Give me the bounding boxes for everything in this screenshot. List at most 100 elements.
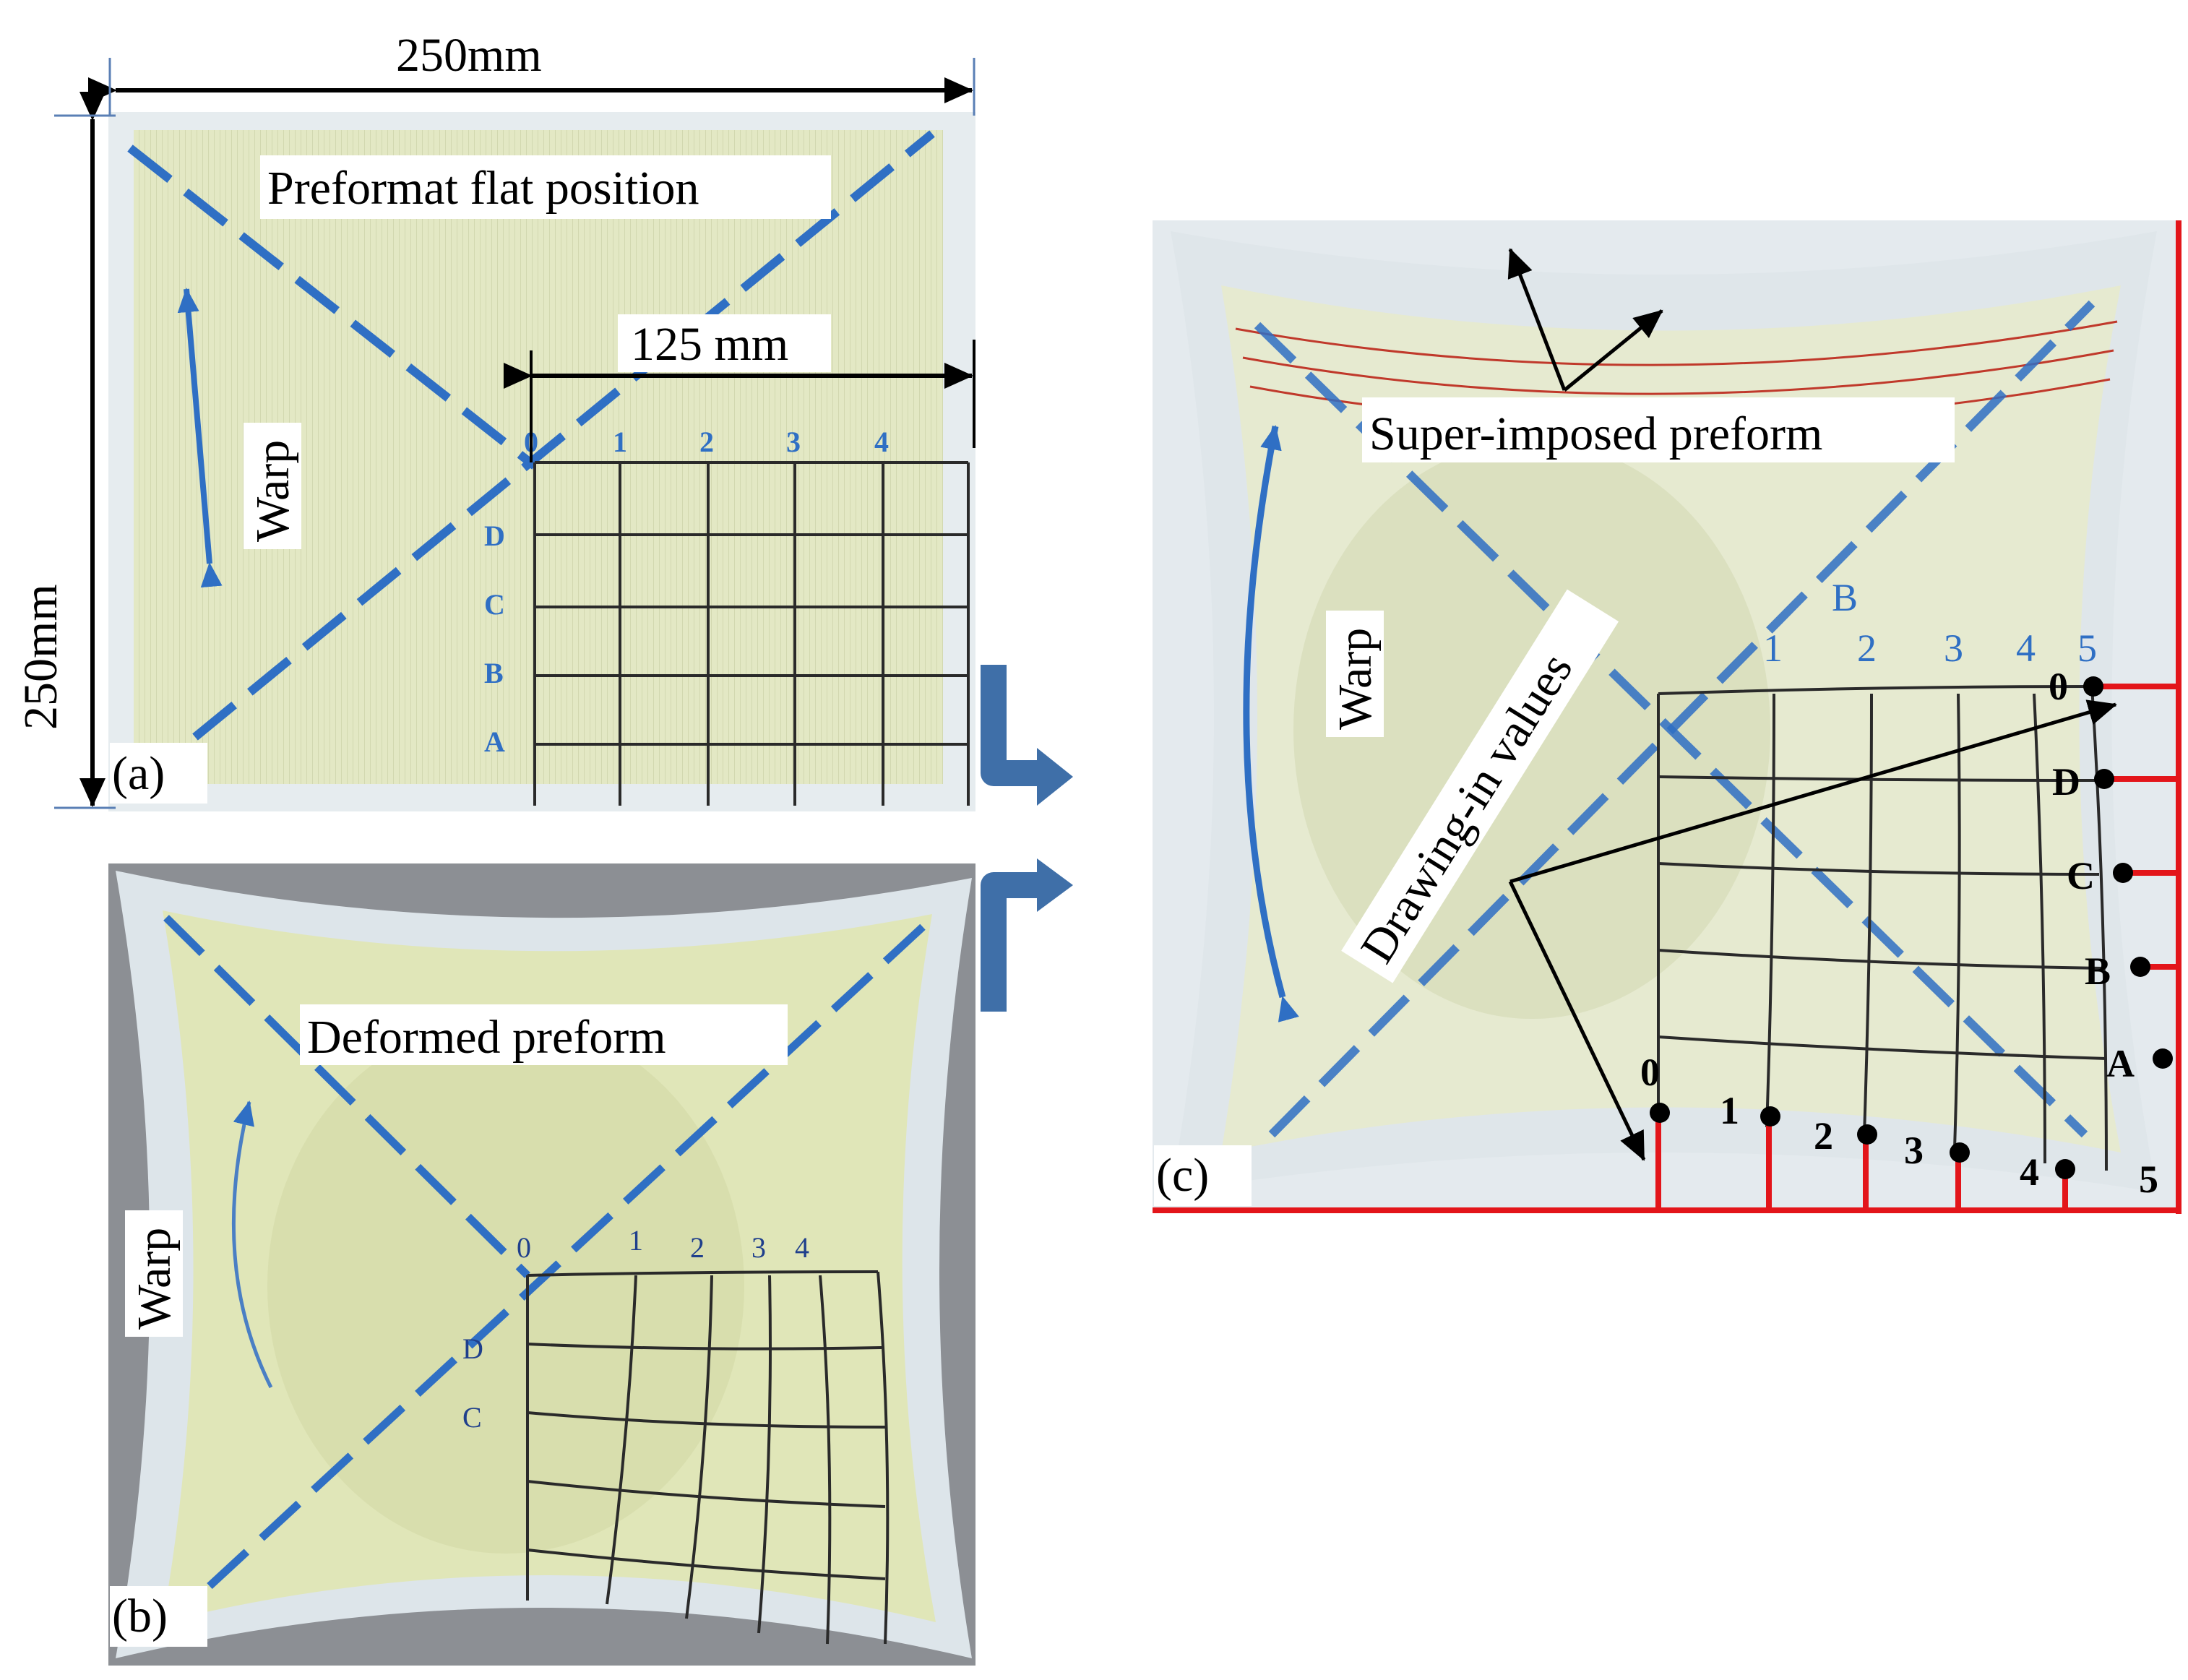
svg-text:2: 2 [1857, 626, 1877, 670]
panel-c-side-markers: 0 D C B A [2049, 665, 2135, 1085]
svg-text:1: 1 [1763, 626, 1783, 670]
panel-a-warp-box [244, 423, 301, 549]
dot-bottom-3 [1950, 1142, 1970, 1163]
connector-arrowhead-top [1037, 748, 1073, 806]
side-marker-b: B [2085, 949, 2111, 993]
panel-c-tag: (c) [1156, 1149, 1209, 1202]
svg-text:4: 4 [2016, 626, 2036, 670]
svg-text:5: 5 [2077, 626, 2097, 670]
panel-c-grid [1657, 685, 2108, 1171]
drawing-in-arrow-2 [1508, 880, 1646, 1161]
panel-connectors [981, 665, 1073, 1012]
panel-a-title: Preformat flat position [267, 162, 699, 215]
panel-b-title: Deformed preform [307, 1011, 666, 1064]
dot-bottom-4 [2055, 1159, 2075, 1179]
panel-c-measure-dots [1650, 676, 2173, 1179]
superimposed-arrow-2 [1563, 309, 1663, 392]
svg-text:A: A [484, 725, 505, 758]
dot-side-c [2113, 863, 2133, 883]
connector-arrow-bottom [981, 872, 1041, 1012]
dot-bottom-2 [1857, 1124, 1877, 1145]
svg-text:4: 4 [874, 426, 889, 458]
svg-text:0: 0 [517, 1231, 531, 1264]
svg-text:C: C [462, 1401, 482, 1434]
panel-c-diagonal-2 [1268, 300, 2096, 1138]
panel-a-warp-arrow [177, 288, 223, 588]
svg-text:1: 1 [629, 1224, 643, 1257]
svg-text:2: 2 [699, 426, 714, 458]
panel-a-tag-box [110, 743, 207, 804]
bottom-marker-5: 5 [2139, 1158, 2158, 1201]
panel-b-warp-arrow [231, 1100, 273, 1389]
panel-c-bottom-markers: 0 1 2 3 4 5 [1640, 1051, 2158, 1201]
dot-bottom-1 [1760, 1106, 1780, 1127]
svg-text:D: D [484, 520, 505, 552]
dot-side-a [2153, 1048, 2173, 1069]
panel-a-width-dim-label: 250mm [396, 29, 542, 82]
panel-a-diagonal-1 [127, 145, 538, 470]
panel-b-warp-box [125, 1210, 183, 1337]
panel-c-annotation-box [1341, 589, 1619, 983]
bottom-marker-2: 2 [1814, 1114, 1833, 1158]
bottom-marker-4: 4 [2020, 1150, 2039, 1194]
panel-a-warp-label: Warp [246, 440, 299, 542]
panel-c-tag-box [1154, 1145, 1252, 1206]
svg-text:3: 3 [786, 426, 801, 458]
panel-a-grid [533, 461, 970, 806]
panel-b-tag-box [110, 1586, 207, 1647]
panel-c-warp-arrow [1243, 425, 1299, 1022]
svg-text:B: B [1832, 576, 1858, 619]
bottom-marker-0: 0 [1640, 1051, 1660, 1094]
svg-text:4: 4 [795, 1231, 809, 1264]
panel-c-title-box [1362, 397, 1955, 462]
svg-text:3: 3 [1944, 626, 1963, 670]
svg-text:B: B [484, 657, 504, 689]
dot-side-b [2130, 957, 2150, 977]
panel-b-diagonal-1 [163, 915, 530, 1278]
svg-text:C: C [484, 588, 505, 621]
panel-a-width-dim-box [390, 22, 596, 79]
panel-b-warp-label: Warp [128, 1228, 181, 1330]
dot-side-d [2094, 769, 2114, 789]
panel-a-half-dim-label: 125 mm [631, 318, 788, 371]
panel-a-title-box [260, 155, 831, 219]
superimposed-arrow-1 [1507, 248, 1567, 391]
panel-c-red-rules [1153, 220, 2181, 1214]
panel-c-title: Super-imposed preform [1369, 408, 1822, 460]
panel-b-diagonal-2 [207, 921, 928, 1590]
panel-b-grid [526, 1270, 890, 1645]
bottom-marker-3: 3 [1904, 1129, 1924, 1172]
side-marker-0: 0 [2049, 665, 2068, 708]
panel-a-tag: (a) [112, 747, 165, 800]
side-marker-c: C [2067, 854, 2095, 897]
dot-bottom-0 [1650, 1103, 1670, 1123]
side-marker-a: A [2106, 1042, 2135, 1085]
panel-a-height-dim-label: 250mm [14, 584, 67, 730]
bottom-marker-1: 1 [1720, 1089, 1739, 1132]
panel-b-tag: (b) [112, 1590, 168, 1642]
svg-text:1: 1 [613, 426, 627, 458]
dot-side-0 [2083, 676, 2103, 697]
panel-b-title-box [300, 1004, 788, 1065]
panel-c-warp-box [1326, 611, 1384, 737]
connector-arrowhead-bottom [1037, 858, 1073, 912]
panel-a-half-dim-box [618, 314, 831, 372]
svg-text:3: 3 [751, 1231, 766, 1264]
svg-text:2: 2 [690, 1231, 705, 1264]
side-marker-d: D [2052, 760, 2080, 804]
panel-b-dome [267, 1019, 744, 1554]
panel-a-diagonal-2 [192, 130, 935, 741]
panel-a-height-dim-box [11, 527, 69, 737]
svg-text:D: D [462, 1332, 483, 1365]
connector-arrow-top [981, 665, 1041, 786]
drawing-in-arrow-1 [1509, 699, 2117, 884]
panel-c-warp-label: Warp [1329, 628, 1382, 730]
